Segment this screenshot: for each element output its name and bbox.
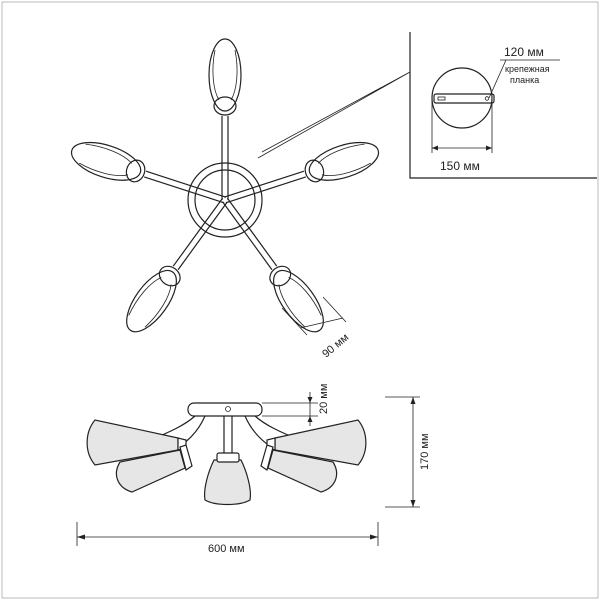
arm-rod (223, 170, 307, 204)
shade-highlight (79, 143, 133, 176)
mount-slot (437, 96, 446, 101)
base-dim-arrows (432, 145, 492, 151)
shade-highlight (128, 277, 172, 328)
arm-rod (222, 197, 278, 271)
lamp-holder (125, 159, 146, 183)
side-view: 20 мм 170 мм 600 мм (76, 384, 431, 555)
total-height-label: 170 мм (419, 433, 431, 470)
holder-front-right (260, 444, 274, 471)
canopy-height-label: 20 мм (318, 384, 330, 414)
shade-back-right (274, 419, 367, 466)
shade-highlight (212, 49, 238, 101)
base-disc (431, 67, 493, 129)
plate-name-line2: планка (510, 75, 539, 85)
callout-box-border (409, 32, 597, 179)
arm-lower-right (222, 197, 324, 333)
arm-rod (172, 197, 228, 271)
total-width-label: 600 мм (208, 543, 245, 555)
shade-outline (208, 38, 242, 112)
shade-dim-line (299, 317, 344, 329)
shade-outline (126, 269, 177, 333)
mount-hole (484, 96, 490, 101)
arm-right (223, 141, 380, 204)
shade-outline (273, 269, 324, 333)
center-ring-inner (194, 169, 256, 231)
shade-center (203, 459, 252, 506)
lamp-holder (213, 96, 237, 116)
lamp-holder (158, 265, 181, 287)
shade-outline (70, 141, 142, 181)
shade-width-label: 90 мм (320, 332, 351, 361)
shade-front-right (267, 449, 338, 493)
arm-top (208, 38, 242, 200)
callout-leader (257, 71, 411, 159)
canopy-dim-arrows (307, 397, 313, 422)
plate-length-label: 120 мм (504, 45, 544, 59)
plate-name-line1: крепежная (505, 64, 550, 74)
arm-lower-left (126, 197, 228, 333)
shade-highlight (278, 277, 322, 328)
base-diameter-label: 150 мм (440, 159, 480, 173)
lamp-holder (269, 265, 292, 287)
holder-front-left (179, 444, 193, 471)
arm-rod (221, 116, 229, 200)
shade-outline (308, 141, 380, 181)
shade-back-left (86, 419, 179, 466)
mount-plate (433, 93, 495, 104)
top-view (70, 38, 380, 333)
arm-left (70, 141, 227, 204)
shade-highlight (317, 143, 371, 176)
canopy-screw (225, 406, 231, 412)
shade-front-left (115, 449, 186, 493)
center-stem (223, 416, 233, 455)
plate-dim-leader (488, 59, 507, 99)
canopy (187, 402, 263, 417)
arm-rod (143, 170, 227, 204)
lamp-holder (304, 159, 325, 183)
shade-dim-ext-1 (281, 307, 308, 336)
mount-callout: 120 мм крепежная планка 150 мм (409, 32, 597, 179)
holder-center (216, 452, 240, 463)
center-ring-outer (187, 162, 263, 238)
